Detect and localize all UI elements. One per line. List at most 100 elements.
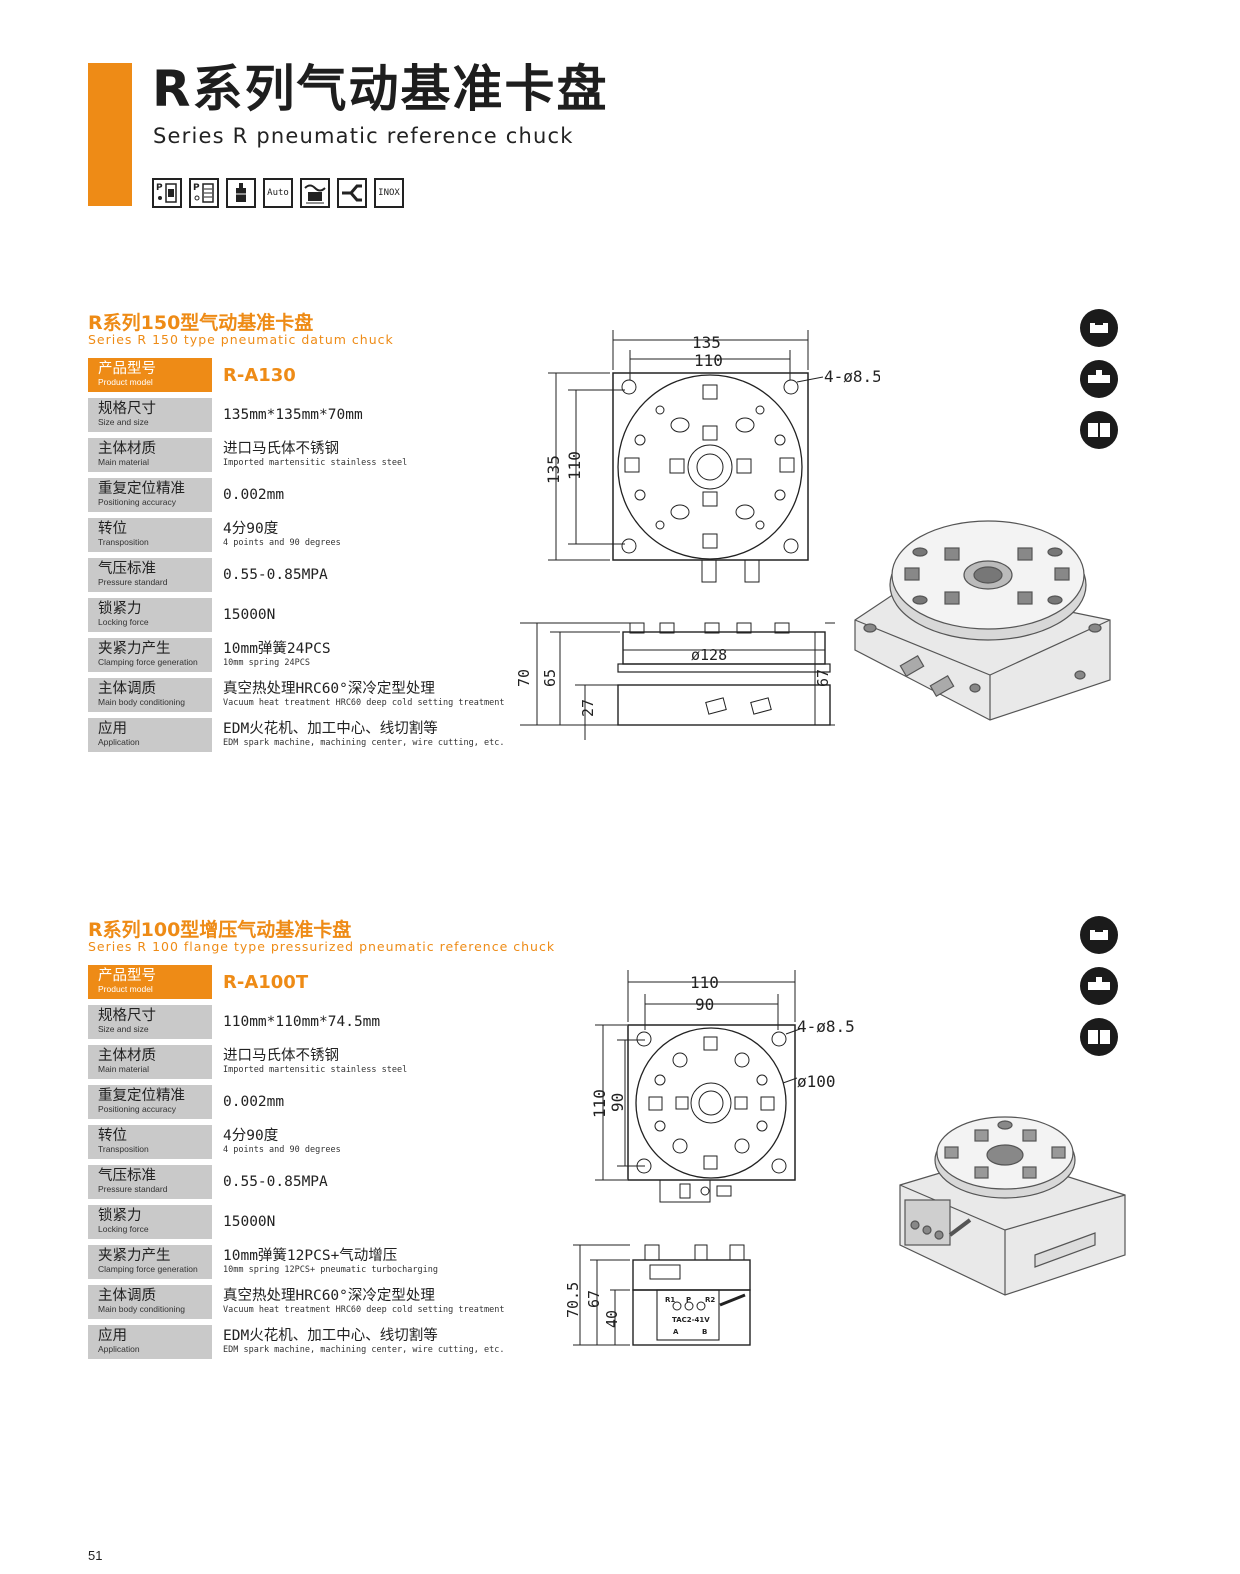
dim-base-height: 27 <box>579 699 597 717</box>
spec-label-cn: 应用 <box>98 1328 127 1344</box>
dim-diameter: ø128 <box>691 646 727 664</box>
spec-value: 15000N <box>223 598 275 632</box>
dim-top-height: 65 <box>541 669 559 687</box>
product-1-isometric-view <box>854 520 1111 721</box>
spec-value-sub: Imported martensitic stainless steel <box>223 1065 408 1075</box>
spec-label-cn: 气压标准 <box>98 1168 156 1184</box>
header-accent-bar <box>88 63 132 206</box>
svg-text:P: P <box>193 183 200 193</box>
spec-label-cn: 产品型号 <box>98 968 156 984</box>
spec-label-cn: 气压标准 <box>98 561 156 577</box>
spec-value-sub: EDM spark machine, machining center, wir… <box>223 738 505 748</box>
spec-label-en: Locking force <box>98 617 149 627</box>
drawing-1-side-view: ø128 70 65 27 67 <box>515 622 835 740</box>
spec-value: 0.002mm <box>223 478 284 512</box>
spec-value-main: 4分90度 <box>223 521 279 537</box>
spec-label-cn: 规格尺寸 <box>98 401 156 417</box>
chuck-clamp-icon-2 <box>1080 360 1118 398</box>
spec-label-en: Size and size <box>98 417 149 427</box>
spec-label-en: Product model <box>98 377 153 387</box>
spec-label-en: Pressure standard <box>98 577 168 587</box>
spec-row-model: 产品型号 Product model R-A100T <box>88 965 508 1005</box>
spec-label-cn: 主体调质 <box>98 1288 156 1304</box>
spec-label-cn: 夹紧力产生 <box>98 641 171 657</box>
spec-label-cn: 转位 <box>98 521 127 537</box>
page-title: R系列气动基准卡盘 <box>152 60 609 118</box>
dim-outer-height: 135 <box>544 455 563 484</box>
drawing-1-top-view: 135 110 4-ø8.5 135 110 <box>544 330 880 583</box>
feature-icons: P P Auto INOX <box>152 178 404 208</box>
page-number: 51 <box>88 1548 103 1563</box>
spec-label-en: Locking force <box>98 1224 149 1234</box>
spec-value-main: 10mm弹簧12PCS+气动增压 <box>223 1248 398 1264</box>
spec-label-cn: 锁紧力 <box>98 1208 142 1224</box>
spec-label-en: Transposition <box>98 1144 149 1154</box>
spec-value-sub: Vacuum heat treatment HRC60 deep cold se… <box>223 698 505 708</box>
valve-r1-label: R1 <box>665 1296 675 1304</box>
dim-base-height: 40 <box>603 1310 621 1328</box>
spec-label-en: Product model <box>98 984 153 994</box>
page-subtitle: Series R pneumatic reference chuck <box>153 124 574 148</box>
spec-value-main: EDM火花机、加工中心、线切割等 <box>223 721 438 737</box>
spec-value-sub: Vacuum heat treatment HRC60 deep cold se… <box>223 1305 505 1315</box>
pneumatic-p2-icon: P <box>189 178 219 208</box>
spec-label: 产品型号 Product model <box>88 965 212 999</box>
spec-value-main: 135mm*135mm*70mm <box>223 406 363 423</box>
spec-label-cn: 主体调质 <box>98 681 156 697</box>
valve-model-label: TAC2-41V <box>672 1316 710 1324</box>
section-1-title: R系列150型气动基准卡盘 <box>88 312 314 334</box>
spec-value-main: 0.002mm <box>223 1093 285 1110</box>
water-icon <box>300 178 330 208</box>
dim-outer-width: 135 <box>692 333 721 352</box>
dim-diameter: ø100 <box>797 1072 836 1091</box>
spec-value: 135mm*135mm*70mm <box>223 398 363 432</box>
chuck-clamp-icon-5 <box>1080 967 1118 1005</box>
spec-value-main: 真空热处理HRC60°深冷定型处理 <box>223 1288 435 1304</box>
spec-label-cn: 转位 <box>98 1128 127 1144</box>
spec-value-main: 110mm*110mm*74.5mm <box>223 1013 381 1030</box>
spec-label-cn: 主体材质 <box>98 1048 156 1064</box>
spec-value: 110mm*110mm*74.5mm <box>223 1005 380 1039</box>
dim-total-height: 70 <box>515 669 533 687</box>
dim-inner-width: 110 <box>694 351 723 370</box>
dim-inner-height: 90 <box>608 1093 627 1112</box>
spec-value-main: EDM火花机、加工中心、线切割等 <box>223 1328 438 1344</box>
spec-label-en: Main material <box>98 1064 150 1074</box>
spec-label-en: Main body conditioning <box>98 697 185 707</box>
spec-label-en: Transposition <box>98 537 149 547</box>
spec-label-en: Clamping force generation <box>98 657 198 667</box>
spec-value-main: 0.002mm <box>223 486 285 503</box>
chuck-clamp-icon-6 <box>1080 1018 1118 1056</box>
svg-text:P: P <box>156 183 163 193</box>
spec-value: 0.002mm <box>223 1085 284 1119</box>
spec-label-en: Application <box>98 737 140 747</box>
dim-inner-width: 90 <box>695 995 714 1014</box>
spec-value-main: 0.55-0.85MPA <box>223 1173 328 1190</box>
spec-value: 15000N <box>223 1205 275 1239</box>
spec-value-main: 进口马氏体不锈钢 <box>223 441 339 457</box>
spec-value-sub: 4 points and 90 degrees <box>223 1145 341 1155</box>
auto-icon: Auto <box>263 178 293 208</box>
spec-value-sub: 10mm spring 12PCS+ pneumatic turbochargi… <box>223 1265 438 1275</box>
spec-label-en: Positioning accuracy <box>98 497 176 507</box>
drawing-2-top-view: 110 90 4-ø8.5 ø100 110 90 <box>590 970 855 1203</box>
spec-value-main: 4分90度 <box>223 1128 279 1144</box>
spec-value-main: 15000N <box>223 1213 276 1230</box>
